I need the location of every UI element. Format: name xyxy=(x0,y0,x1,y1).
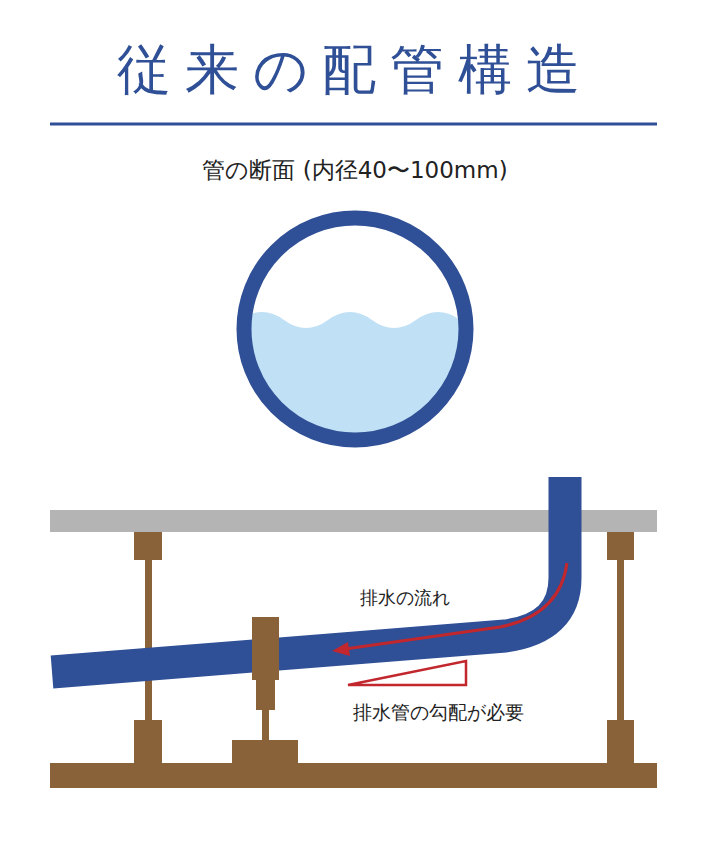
flow-arrow xyxy=(345,563,567,649)
section-caption-holder: 管の断面 (内径40〜100mm) xyxy=(202,155,507,186)
pipe-section-ring xyxy=(244,218,466,440)
title-underline xyxy=(50,123,657,126)
flow-label-holder: 排水の流れ xyxy=(360,586,450,610)
flow-arrowhead xyxy=(332,642,350,656)
slope-triangle xyxy=(348,661,466,685)
drain-pipe xyxy=(52,477,565,672)
water-section xyxy=(240,312,480,440)
section-caption: 管の断面 (内径40〜100mm) xyxy=(202,155,507,186)
diagram-title: 従来の配管構造 xyxy=(117,34,594,107)
flow-label: 排水の流れ xyxy=(360,586,450,610)
slope-label-holder: 排水管の勾配が必要 xyxy=(353,700,524,726)
right-support xyxy=(607,532,634,763)
diagram-title-holder: 従来の配管構造 xyxy=(117,34,594,107)
slope-label: 排水管の勾配が必要 xyxy=(353,700,524,726)
middle-support xyxy=(232,617,298,763)
floor-slab xyxy=(50,763,657,788)
